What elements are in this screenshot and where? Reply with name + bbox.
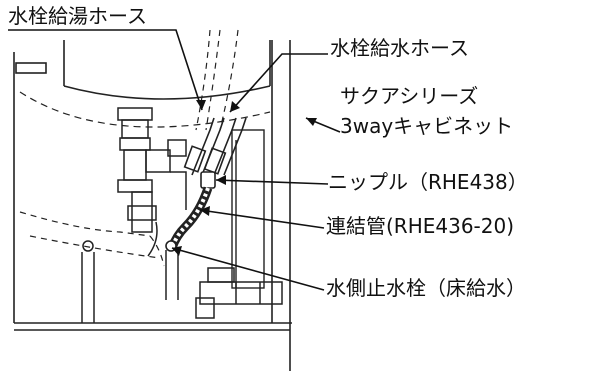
leader-lines <box>8 29 341 291</box>
back-panel <box>231 129 265 289</box>
label-cabinet-model: 3wayキャビネット <box>340 114 514 138</box>
supply-hoses <box>183 117 247 176</box>
left-floor-pipe <box>81 240 95 323</box>
label-connector-pipe: 連結管(RHE436-20) <box>326 214 515 238</box>
label-stop-valve: 水側止水栓（床給水） <box>326 276 526 300</box>
label-cabinet-series: サクアシリーズ <box>340 84 479 108</box>
dashed-routes <box>19 29 239 267</box>
label-cold-water-hose: 水栓給水ホース <box>330 36 469 60</box>
sink-basin <box>19 40 271 128</box>
drain-trap <box>117 107 187 257</box>
stop-valve <box>165 250 283 319</box>
leader-arrowheads <box>172 100 317 256</box>
label-nipple: ニップル（RHE438） <box>328 170 528 194</box>
label-hot-water-hose: 水栓給湯ホース <box>8 4 147 28</box>
